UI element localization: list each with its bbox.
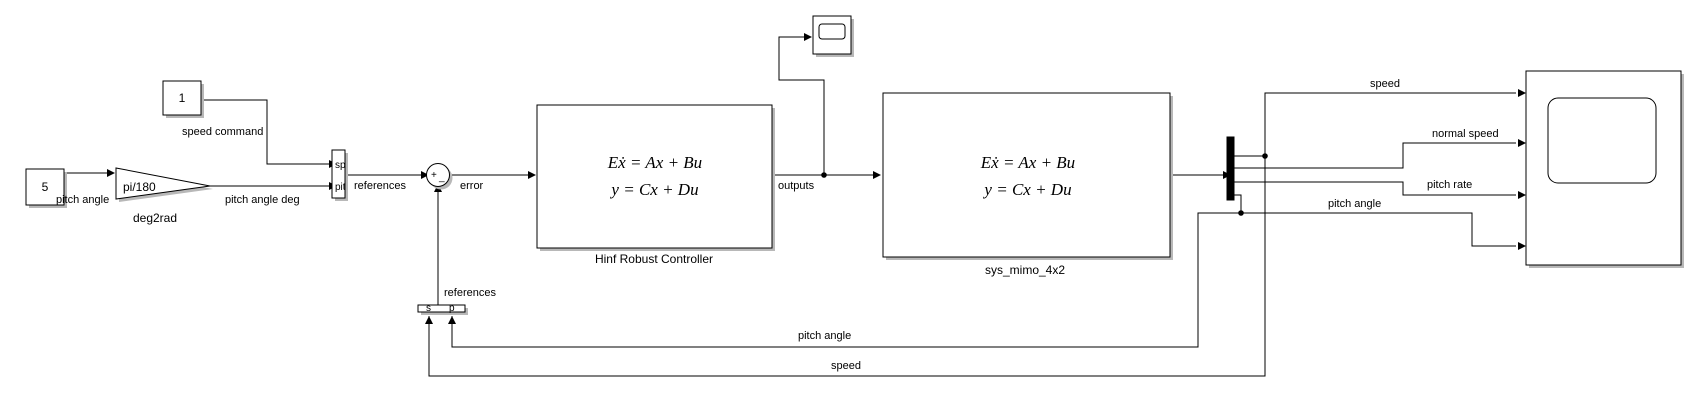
controller-block[interactable]: Eẋ = Ax + Bu y = Cx + Du bbox=[536, 104, 775, 251]
wire-pitch-rate[interactable] bbox=[1234, 181, 1516, 196]
wire-feedback-speed[interactable] bbox=[428, 156, 1266, 377]
arrow-into-plant bbox=[873, 171, 881, 179]
branch-point-outputs bbox=[821, 172, 827, 178]
arrow-into-scope-4 bbox=[1518, 242, 1526, 250]
label-out-pitch-angle: pitch angle bbox=[1328, 198, 1381, 210]
constant-pitch-value: 5 bbox=[42, 180, 49, 194]
constant-speed-value: 1 bbox=[179, 91, 186, 105]
wire-normal-speed[interactable] bbox=[1234, 142, 1516, 169]
branch-point-speed bbox=[1262, 153, 1268, 159]
label-out-pitch-rate: pitch rate bbox=[1427, 179, 1472, 191]
mux-block-references[interactable]: sp pit bbox=[331, 149, 348, 201]
wire-outputs-to-scope[interactable] bbox=[778, 36, 825, 175]
feedback-mux-port-p: p bbox=[449, 303, 455, 314]
plant-state-equation: Eẋ = Ax + Bu bbox=[980, 153, 1075, 172]
arrow-into-scope-3 bbox=[1518, 191, 1526, 199]
branch-point-pitch-angle bbox=[1238, 210, 1244, 216]
label-speed-command: speed command bbox=[182, 126, 263, 138]
label-outputs: outputs bbox=[778, 180, 815, 192]
wire-feedback-pitch-angle[interactable] bbox=[451, 212, 1241, 348]
arrow-into-scope-1 bbox=[1518, 89, 1526, 97]
scope-screen-icon bbox=[1547, 97, 1657, 184]
sum-block[interactable]: + _ bbox=[426, 163, 453, 190]
label-error: error bbox=[460, 180, 484, 192]
mux-port-pit: pit bbox=[335, 182, 346, 193]
wire-pitch-angle-out[interactable] bbox=[1234, 194, 1516, 247]
constant-block-speed[interactable]: 1 bbox=[162, 80, 204, 118]
wire-speed-command[interactable] bbox=[203, 99, 330, 165]
small-scope-screen-icon bbox=[818, 23, 846, 40]
signal-labels: speed command pitch angle pitch angle de… bbox=[56, 78, 1499, 372]
plant-output-equation: y = Cx + Du bbox=[982, 180, 1071, 199]
label-feedback-pitch-angle: pitch angle bbox=[798, 330, 851, 342]
arrow-into-bottom-mux-s bbox=[425, 316, 433, 324]
arrow-into-bottom-mux-p bbox=[448, 316, 456, 324]
controller-output-equation: y = Cx + Du bbox=[609, 180, 698, 199]
mux-port-sp: sp bbox=[335, 160, 346, 171]
arrowheads bbox=[107, 33, 1526, 324]
gain-block-name: deg2rad bbox=[133, 211, 177, 225]
feedback-mux-block[interactable]: s p bbox=[417, 303, 468, 315]
plant-block-name: sys_mimo_4x2 bbox=[985, 263, 1065, 277]
label-feedback-references: references bbox=[444, 287, 496, 299]
label-pitch-angle-deg: pitch angle deg bbox=[225, 194, 300, 206]
label-feedback-speed: speed bbox=[831, 360, 861, 372]
arrow-into-sum bbox=[421, 171, 429, 179]
label-pitch-angle-in: pitch angle bbox=[56, 194, 109, 206]
demux-block[interactable] bbox=[1226, 136, 1235, 201]
arrow-into-gain bbox=[107, 169, 115, 177]
arrow-into-controller bbox=[528, 171, 536, 179]
gain-value: pi/180 bbox=[123, 180, 156, 194]
feedback-mux-port-s: s bbox=[426, 303, 431, 314]
small-scope-block[interactable] bbox=[812, 15, 854, 57]
wire-speed[interactable] bbox=[1234, 92, 1516, 157]
constant-block-pitch[interactable]: 5 bbox=[25, 168, 67, 208]
controller-block-name: Hinf Robust Controller bbox=[595, 252, 713, 266]
label-out-normal-speed: normal speed bbox=[1432, 128, 1499, 140]
label-references: references bbox=[354, 180, 406, 192]
gain-block-deg2rad[interactable]: pi/180 bbox=[115, 167, 213, 202]
arrow-into-small-scope bbox=[804, 33, 812, 41]
scope-block[interactable] bbox=[1525, 70, 1684, 268]
plant-block[interactable]: Eẋ = Ax + Bu y = Cx + Du bbox=[882, 92, 1173, 260]
signal-lines bbox=[60, 36, 1516, 377]
arrow-into-scope-2 bbox=[1518, 139, 1526, 147]
label-out-speed: speed bbox=[1370, 78, 1400, 90]
sum-minus-sign: _ bbox=[438, 172, 445, 183]
sum-plus-sign: + bbox=[431, 170, 437, 181]
controller-state-equation: Eẋ = Ax + Bu bbox=[607, 153, 702, 172]
